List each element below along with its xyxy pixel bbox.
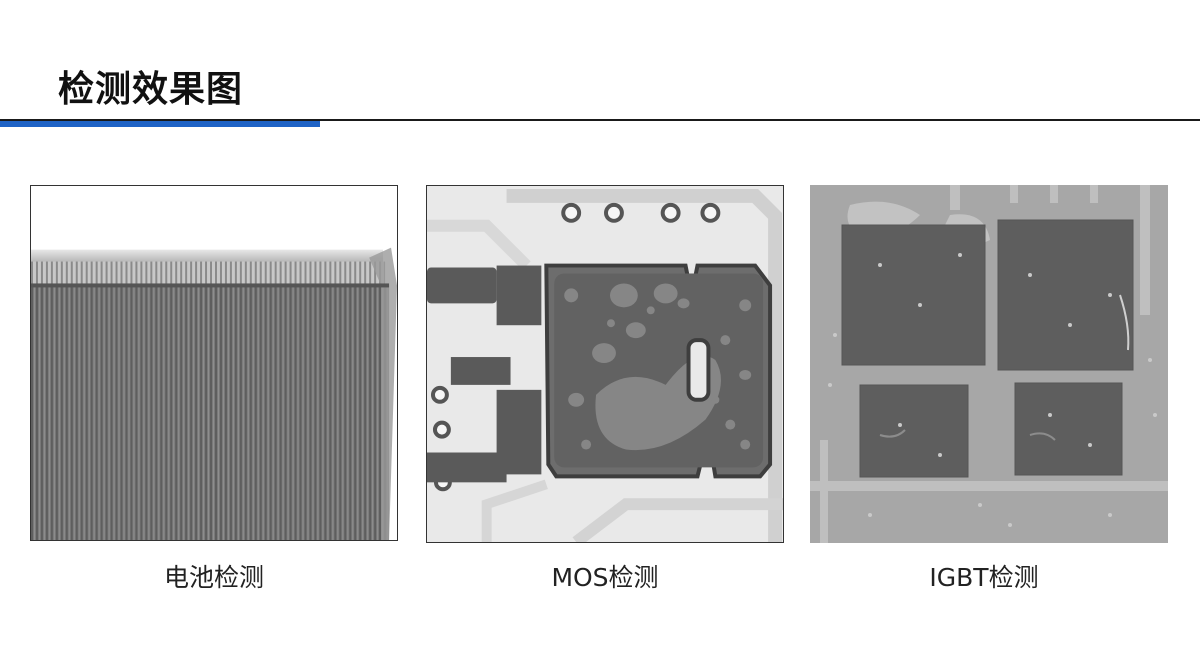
battery-xray-image [30,185,398,541]
page-title: 检测效果图 [58,69,244,110]
header-accent-bar [0,121,320,127]
mos-xray-image [426,185,784,543]
mos-caption: MOS检测 [551,563,659,592]
battery-caption: 电池检测 [163,563,264,592]
igbt-caption: IGBT检测 [929,563,1039,592]
igbt-xray-image [810,185,1168,543]
header-divider [0,119,1200,121]
